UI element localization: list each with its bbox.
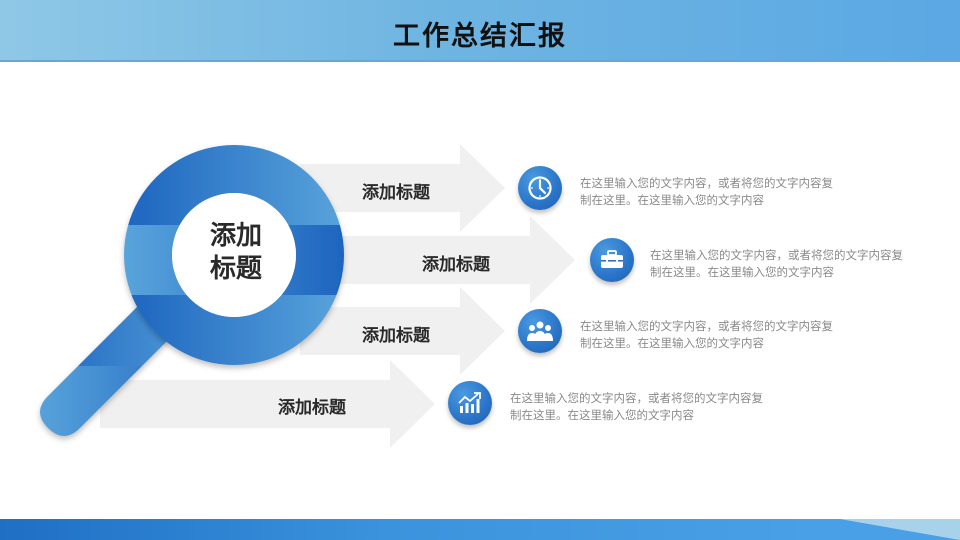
- arrow-3: [300, 287, 505, 375]
- center-title: 添加 标题: [209, 221, 262, 284]
- footer-bar: [0, 519, 960, 540]
- item-2-label[interactable]: 添加标题: [422, 255, 490, 275]
- item-4-label[interactable]: 添加标题: [278, 398, 346, 418]
- clock-icon: [518, 166, 562, 210]
- arrow-4: [100, 360, 435, 448]
- item-1-description: 在这里输入您的文字内容，或者将您的文字内容复 制在这里。在这里输入您的文字内容: [580, 176, 833, 207]
- item-4-description: 在这里输入您的文字内容，或者将您的文字内容复 制在这里。在这里输入您的文字内容: [510, 391, 763, 422]
- item-2-description: 在这里输入您的文字内容，或者将您的文字内容复 制在这里。在这里输入您的文字内容: [650, 248, 903, 279]
- arrow-1: [300, 144, 505, 232]
- growth-chart-icon: [448, 381, 492, 425]
- arrow-2: [320, 216, 575, 304]
- header-bar: 工作总结汇报: [0, 0, 960, 62]
- page-title: 工作总结汇报: [393, 21, 567, 52]
- item-3-label[interactable]: 添加标题: [362, 326, 430, 346]
- briefcase-icon: [590, 238, 634, 282]
- team-icon: [518, 309, 562, 353]
- item-1-label[interactable]: 添加标题: [362, 183, 430, 203]
- item-3-description: 在这里输入您的文字内容，或者将您的文字内容复 制在这里。在这里输入您的文字内容: [580, 319, 833, 350]
